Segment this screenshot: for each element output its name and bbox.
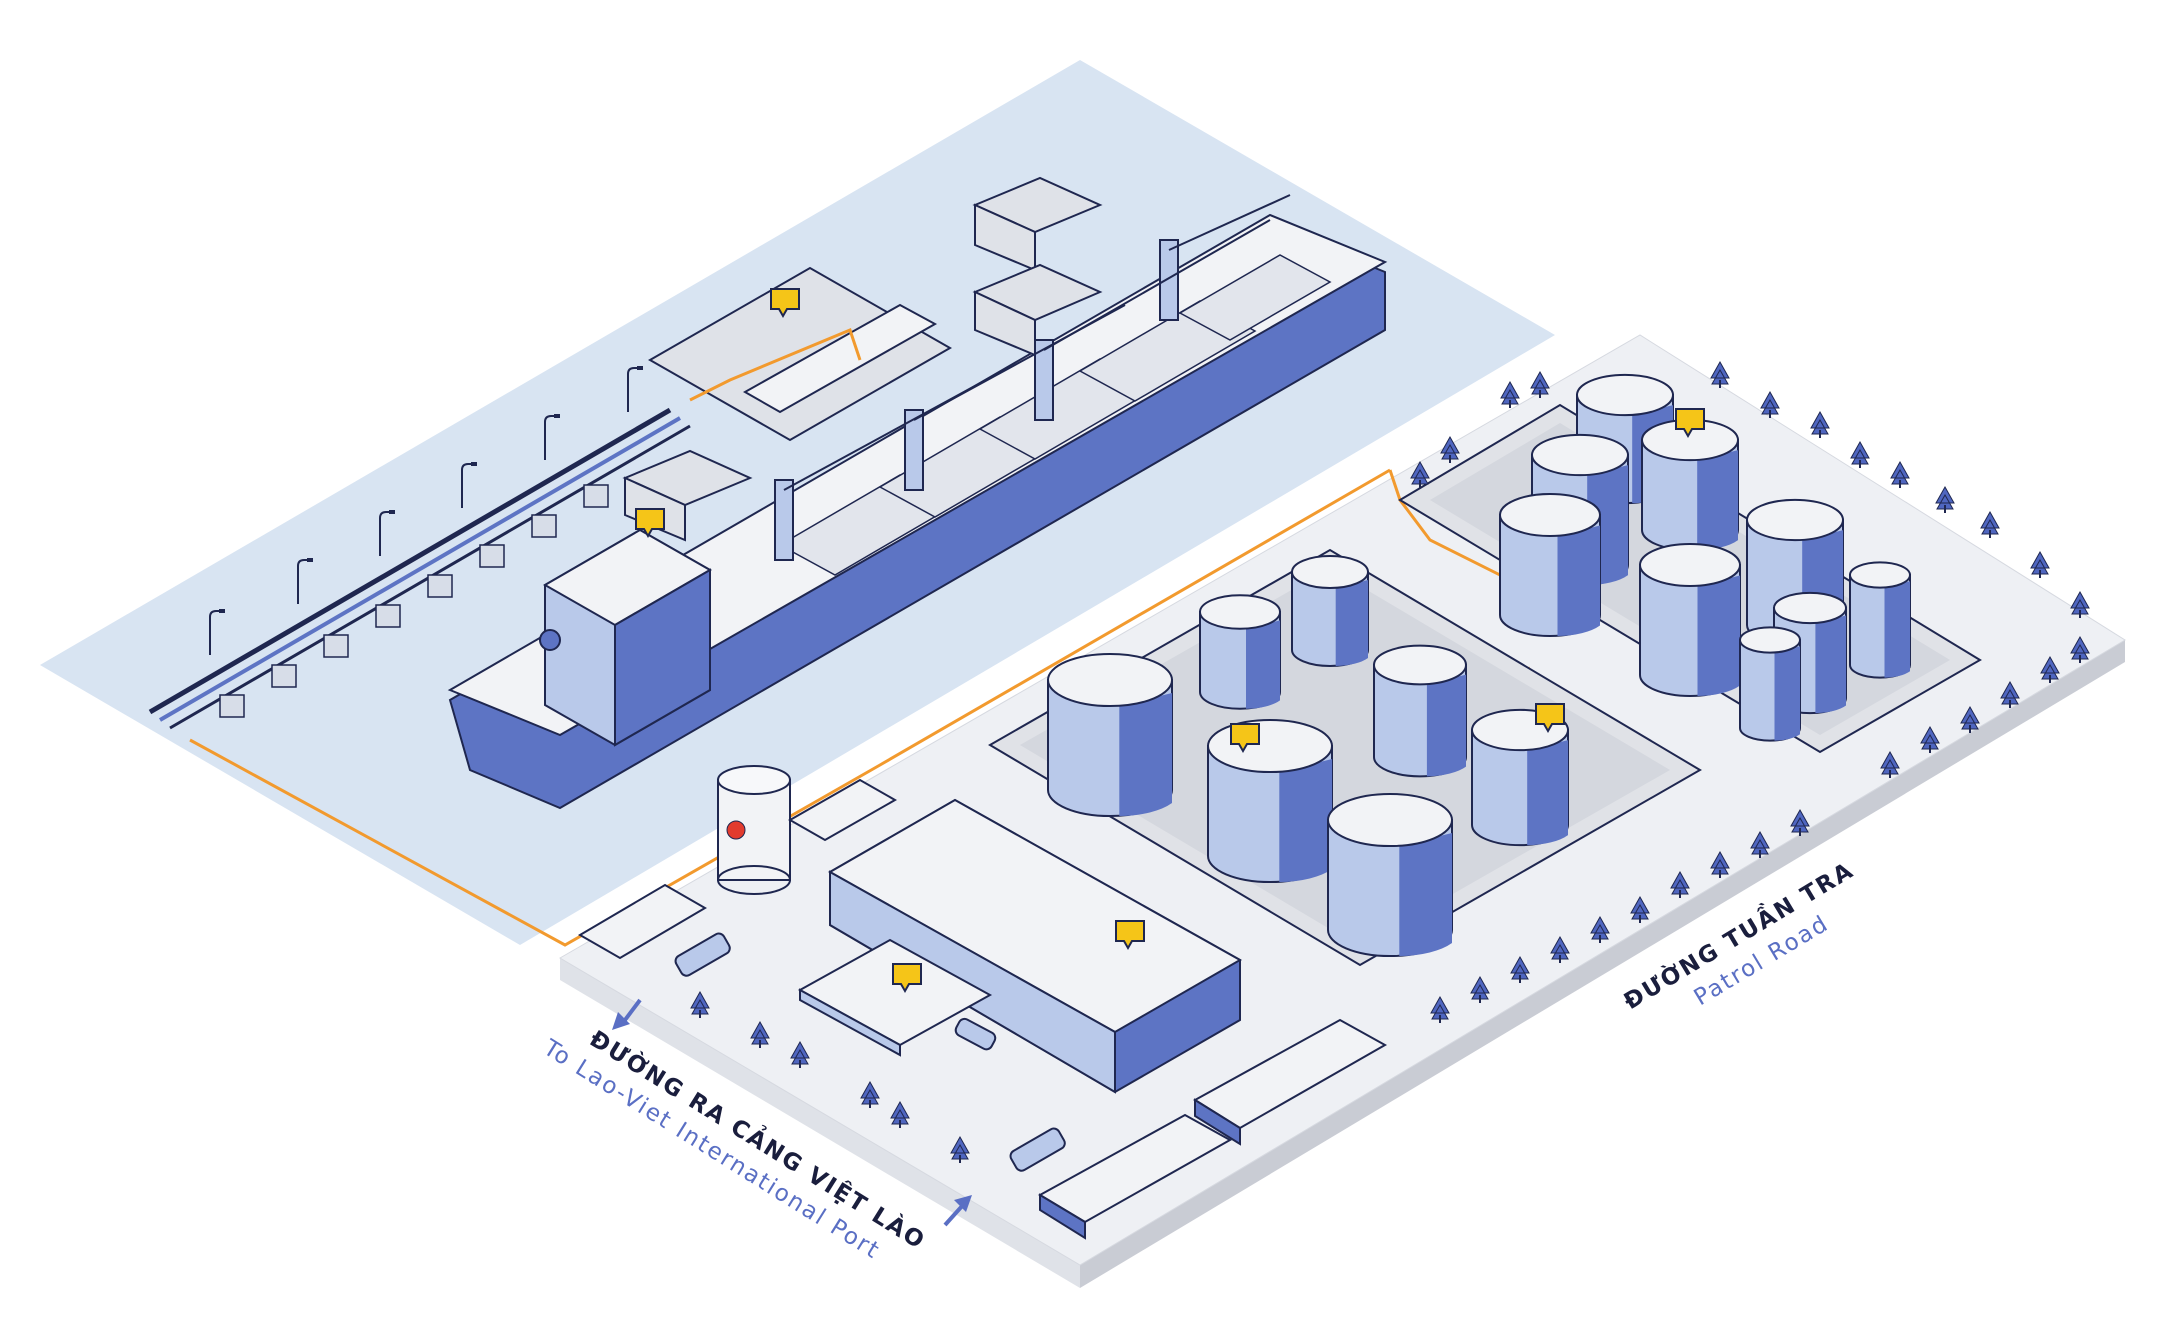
gate-fuel-tank (717, 765, 791, 895)
storage-tank (1291, 555, 1369, 667)
office-blocks (578, 778, 1388, 1240)
tree-icon (1710, 361, 1730, 389)
storage-tanks (1047, 373, 1911, 958)
tree-icon (1810, 411, 1830, 439)
quay-hoppers (622, 176, 1103, 542)
storage-tank (1471, 708, 1569, 847)
storage-tank (1199, 594, 1281, 710)
tree-icon (1980, 511, 2000, 539)
warehouse (827, 798, 1243, 1094)
tree-icon (2030, 551, 2050, 579)
storage-tank (1499, 493, 1601, 637)
storage-tank (1639, 543, 1741, 697)
jetty-conveyor (148, 365, 691, 730)
tanker-truck-icon (674, 932, 1066, 1172)
storage-tank (1739, 626, 1801, 742)
tree-icon (1500, 381, 1520, 409)
quay-apron (647, 266, 953, 442)
tree-icon (1935, 486, 1955, 514)
storage-tank (1849, 561, 1911, 679)
tree-icon (1890, 461, 1910, 489)
tree-icon (2070, 591, 2090, 619)
tree-icon (1530, 371, 1550, 399)
cargo-ship (447, 194, 1388, 810)
tree-icon (1850, 441, 1870, 469)
ground-side-right (1080, 640, 2125, 1288)
storage-tank (1641, 418, 1739, 552)
storage-tank (1047, 652, 1173, 818)
tree-icon (1760, 391, 1780, 419)
arrow-icon (612, 998, 972, 1227)
tank-farm-1-bund-inner (1020, 568, 1670, 947)
loading-canopy (797, 938, 993, 1057)
storage-tank (1327, 792, 1453, 958)
storage-tank (1373, 644, 1467, 778)
storage-tank (1207, 718, 1333, 884)
ground-side-left (560, 958, 1080, 1288)
